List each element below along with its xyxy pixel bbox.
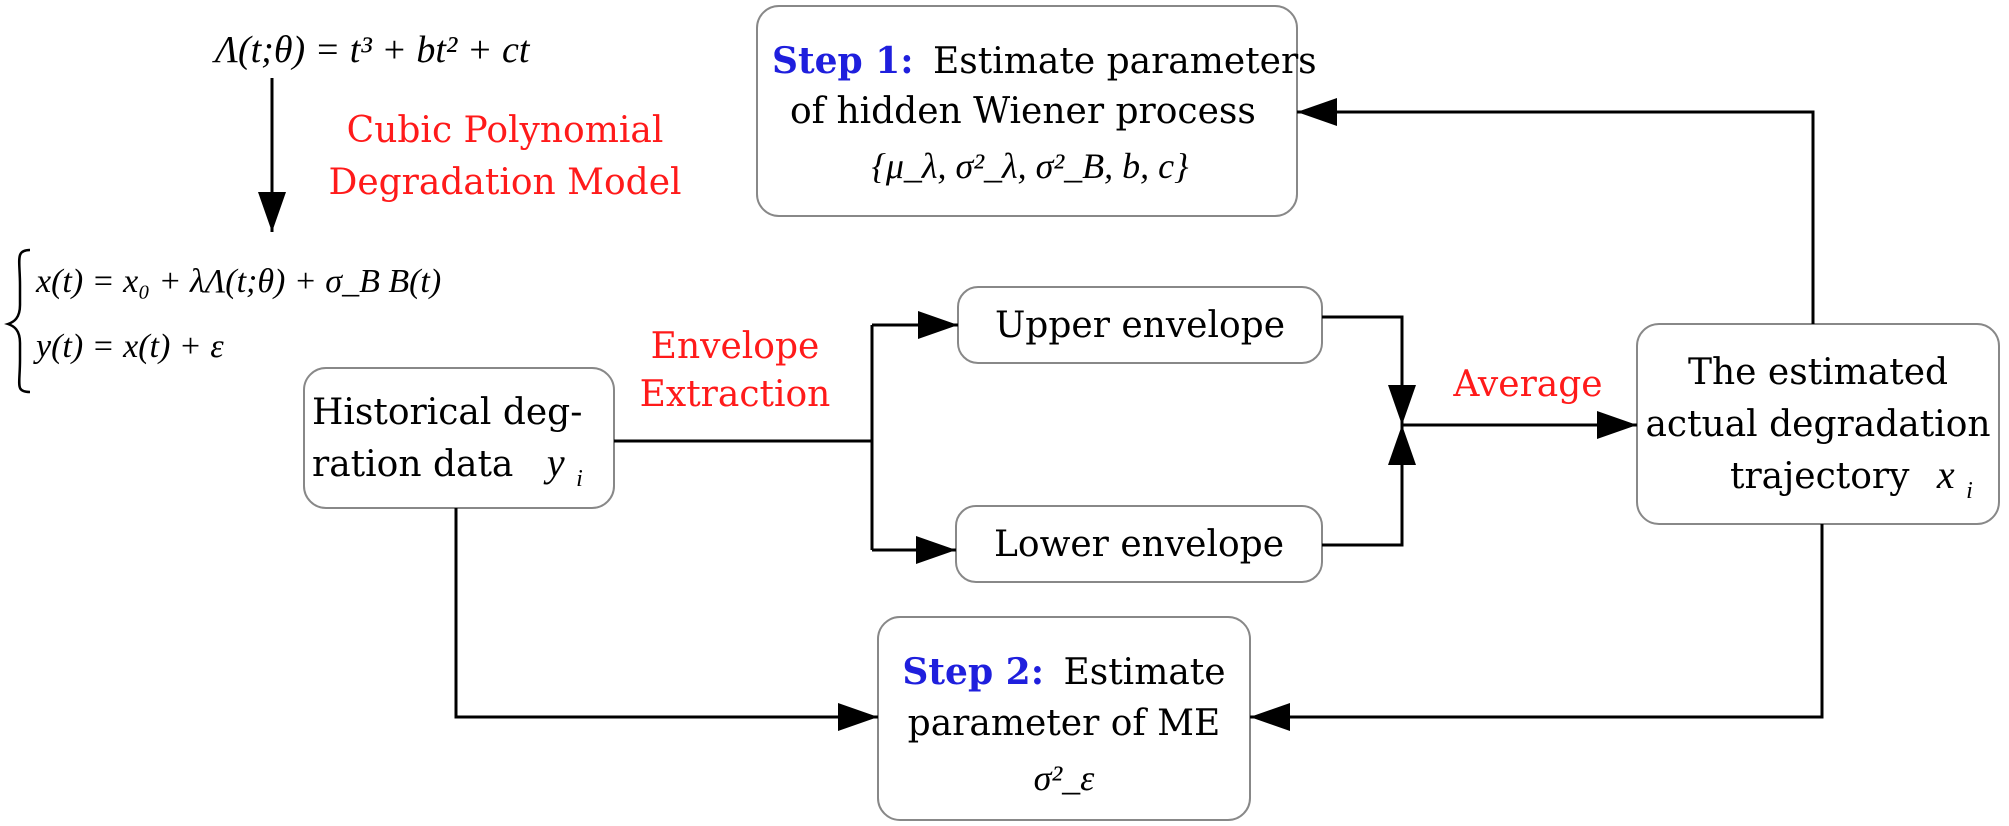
equation-brace xyxy=(4,248,31,394)
envelope-extraction-line2: Extraction xyxy=(640,374,831,415)
arrow-estimated-to-step2 xyxy=(1250,524,1824,731)
model-label-line1: Cubic Polynomial xyxy=(347,110,664,151)
model-label-line2: Degradation Model xyxy=(328,162,681,203)
historical-line2-group: ration data y i xyxy=(312,440,583,492)
upper-envelope-label: Upper envelope xyxy=(995,305,1285,346)
state-equation: x(t) = x₀ + λΛ(t;θ) + σ_B B(t) xyxy=(35,263,441,300)
historical-line2: ration data xyxy=(312,444,513,485)
historical-subscript: i xyxy=(576,466,583,492)
model-formula: Λ(t;θ) = t³ + bt² + ct xyxy=(212,29,531,71)
envelope-extraction-line1: Envelope xyxy=(651,326,820,367)
estimated-symbol: x xyxy=(1936,452,1955,497)
estimated-line1: The estimated xyxy=(1688,352,1948,393)
step1-step-label: Step 1: xyxy=(772,40,914,82)
historical-data-box xyxy=(303,367,615,509)
observation-equation: y(t) = x(t) + ε xyxy=(33,328,224,365)
step2-param: σ²_ε xyxy=(1034,758,1096,798)
estimated-line3: trajectory xyxy=(1730,456,1910,497)
estimated-line3-group: trajectory x i xyxy=(1730,452,1973,504)
historical-line1: Historical deg- xyxy=(312,392,582,433)
lower-envelope-label: Lower envelope xyxy=(994,524,1284,565)
step1-params: {μ_λ, σ²_λ, σ²_B, b, c} xyxy=(871,146,1189,186)
arrow-estimated-to-step1 xyxy=(1297,98,1815,324)
step1-text-line1: Estimate parameters xyxy=(933,41,1317,82)
step2-line1: Step 2: Estimate xyxy=(902,651,1225,693)
average-label: Average xyxy=(1452,364,1602,405)
step1-text-line2: of hidden Wiener process xyxy=(790,91,1256,132)
historical-symbol: y xyxy=(543,440,565,485)
arrow-lower-to-average xyxy=(1322,425,1416,547)
estimated-subscript: i xyxy=(1966,478,1973,504)
arrow-upper-to-average xyxy=(1322,315,1416,425)
step2-text-line2: parameter of ME xyxy=(908,703,1221,744)
arrow-historical-to-step2 xyxy=(454,508,878,731)
estimated-line2: actual degradation xyxy=(1645,404,1990,445)
step2-text-line1: Estimate xyxy=(1063,652,1225,693)
step1-line1: Step 1: Estimate parameters xyxy=(772,40,1317,82)
step2-step-label: Step 2: xyxy=(902,651,1044,693)
